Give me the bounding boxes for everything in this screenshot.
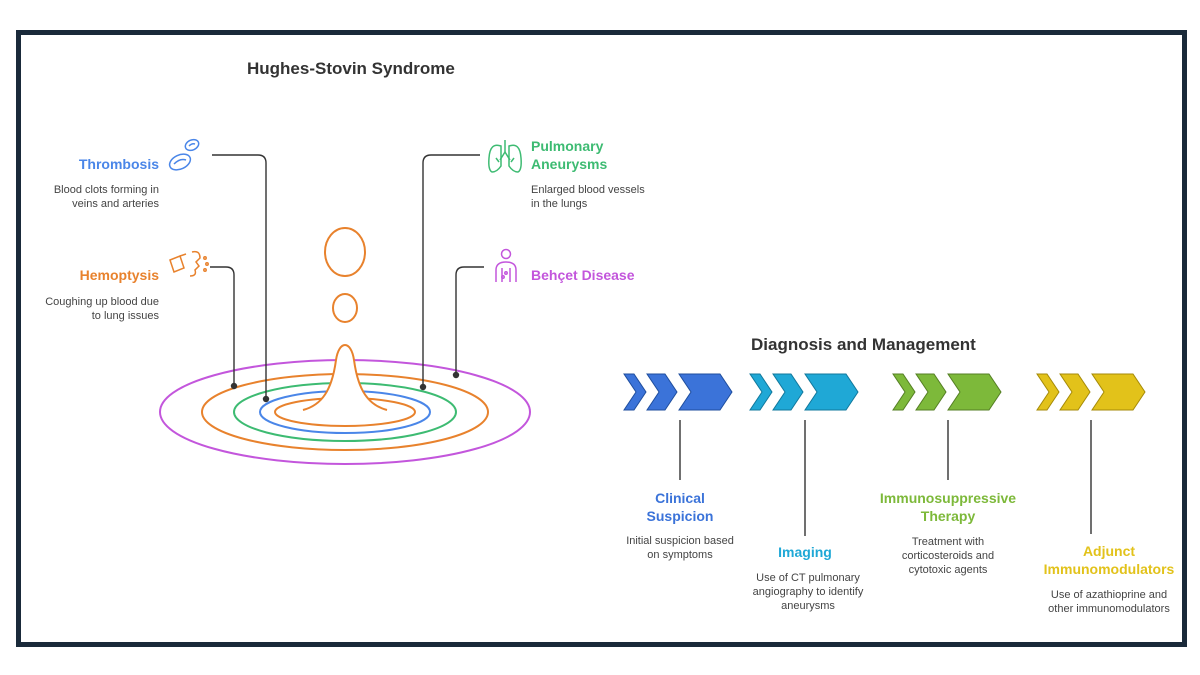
blood-cells-icon (168, 138, 200, 171)
splash-peak (302, 344, 388, 411)
immuno-label: Immunosuppressive Therapy (879, 490, 1017, 524)
clinical-label: Clinical Suspicion (646, 490, 714, 524)
diagram-title: Hughes-Stovin Syndrome (247, 59, 455, 78)
connectors-left (210, 154, 267, 399)
hemoptysis-label: Hemoptysis (79, 267, 159, 283)
clinical-desc: Initial suspicion based on symptoms (626, 535, 734, 561)
diagnosis-title: Diagnosis and Management (751, 335, 976, 354)
chevrons-imaging (749, 373, 859, 411)
thrombosis-desc: Blood clots forming in veins and arterie… (53, 184, 159, 210)
step-connectors (679, 420, 1092, 536)
drop-small (332, 293, 358, 323)
chevrons-adjunct (1036, 373, 1146, 411)
aneurysms-desc: Enlarged blood vessels in the lungs (531, 184, 645, 210)
diagram-frame (16, 30, 1187, 647)
connectors-right (422, 154, 484, 387)
thrombosis-label: Thrombosis (78, 156, 159, 172)
lungs-icon (488, 140, 522, 173)
connector-dots (230, 371, 460, 403)
drop-large (324, 227, 366, 277)
chevrons-immuno (892, 373, 1002, 411)
imaging-desc: Use of CT pulmonary angiography to ident… (752, 572, 864, 612)
immuno-desc: Treatment with corticosteroids and cytot… (901, 536, 995, 576)
person-icon (495, 248, 517, 282)
coughing-icon (169, 250, 209, 277)
chevrons-clinical (623, 373, 733, 411)
aneurysms-label: Pulmonary Aneurysms (531, 138, 608, 172)
behcet-label: Behçet Disease (531, 267, 635, 283)
adjunct-label: Adjunct Immunomodulators (1043, 543, 1175, 577)
imaging-label: Imaging (778, 544, 832, 560)
adjunct-desc: Use of azathioprine and other immunomodu… (1048, 589, 1170, 615)
hemoptysis-desc: Coughing up blood due to lung issues (45, 296, 159, 322)
